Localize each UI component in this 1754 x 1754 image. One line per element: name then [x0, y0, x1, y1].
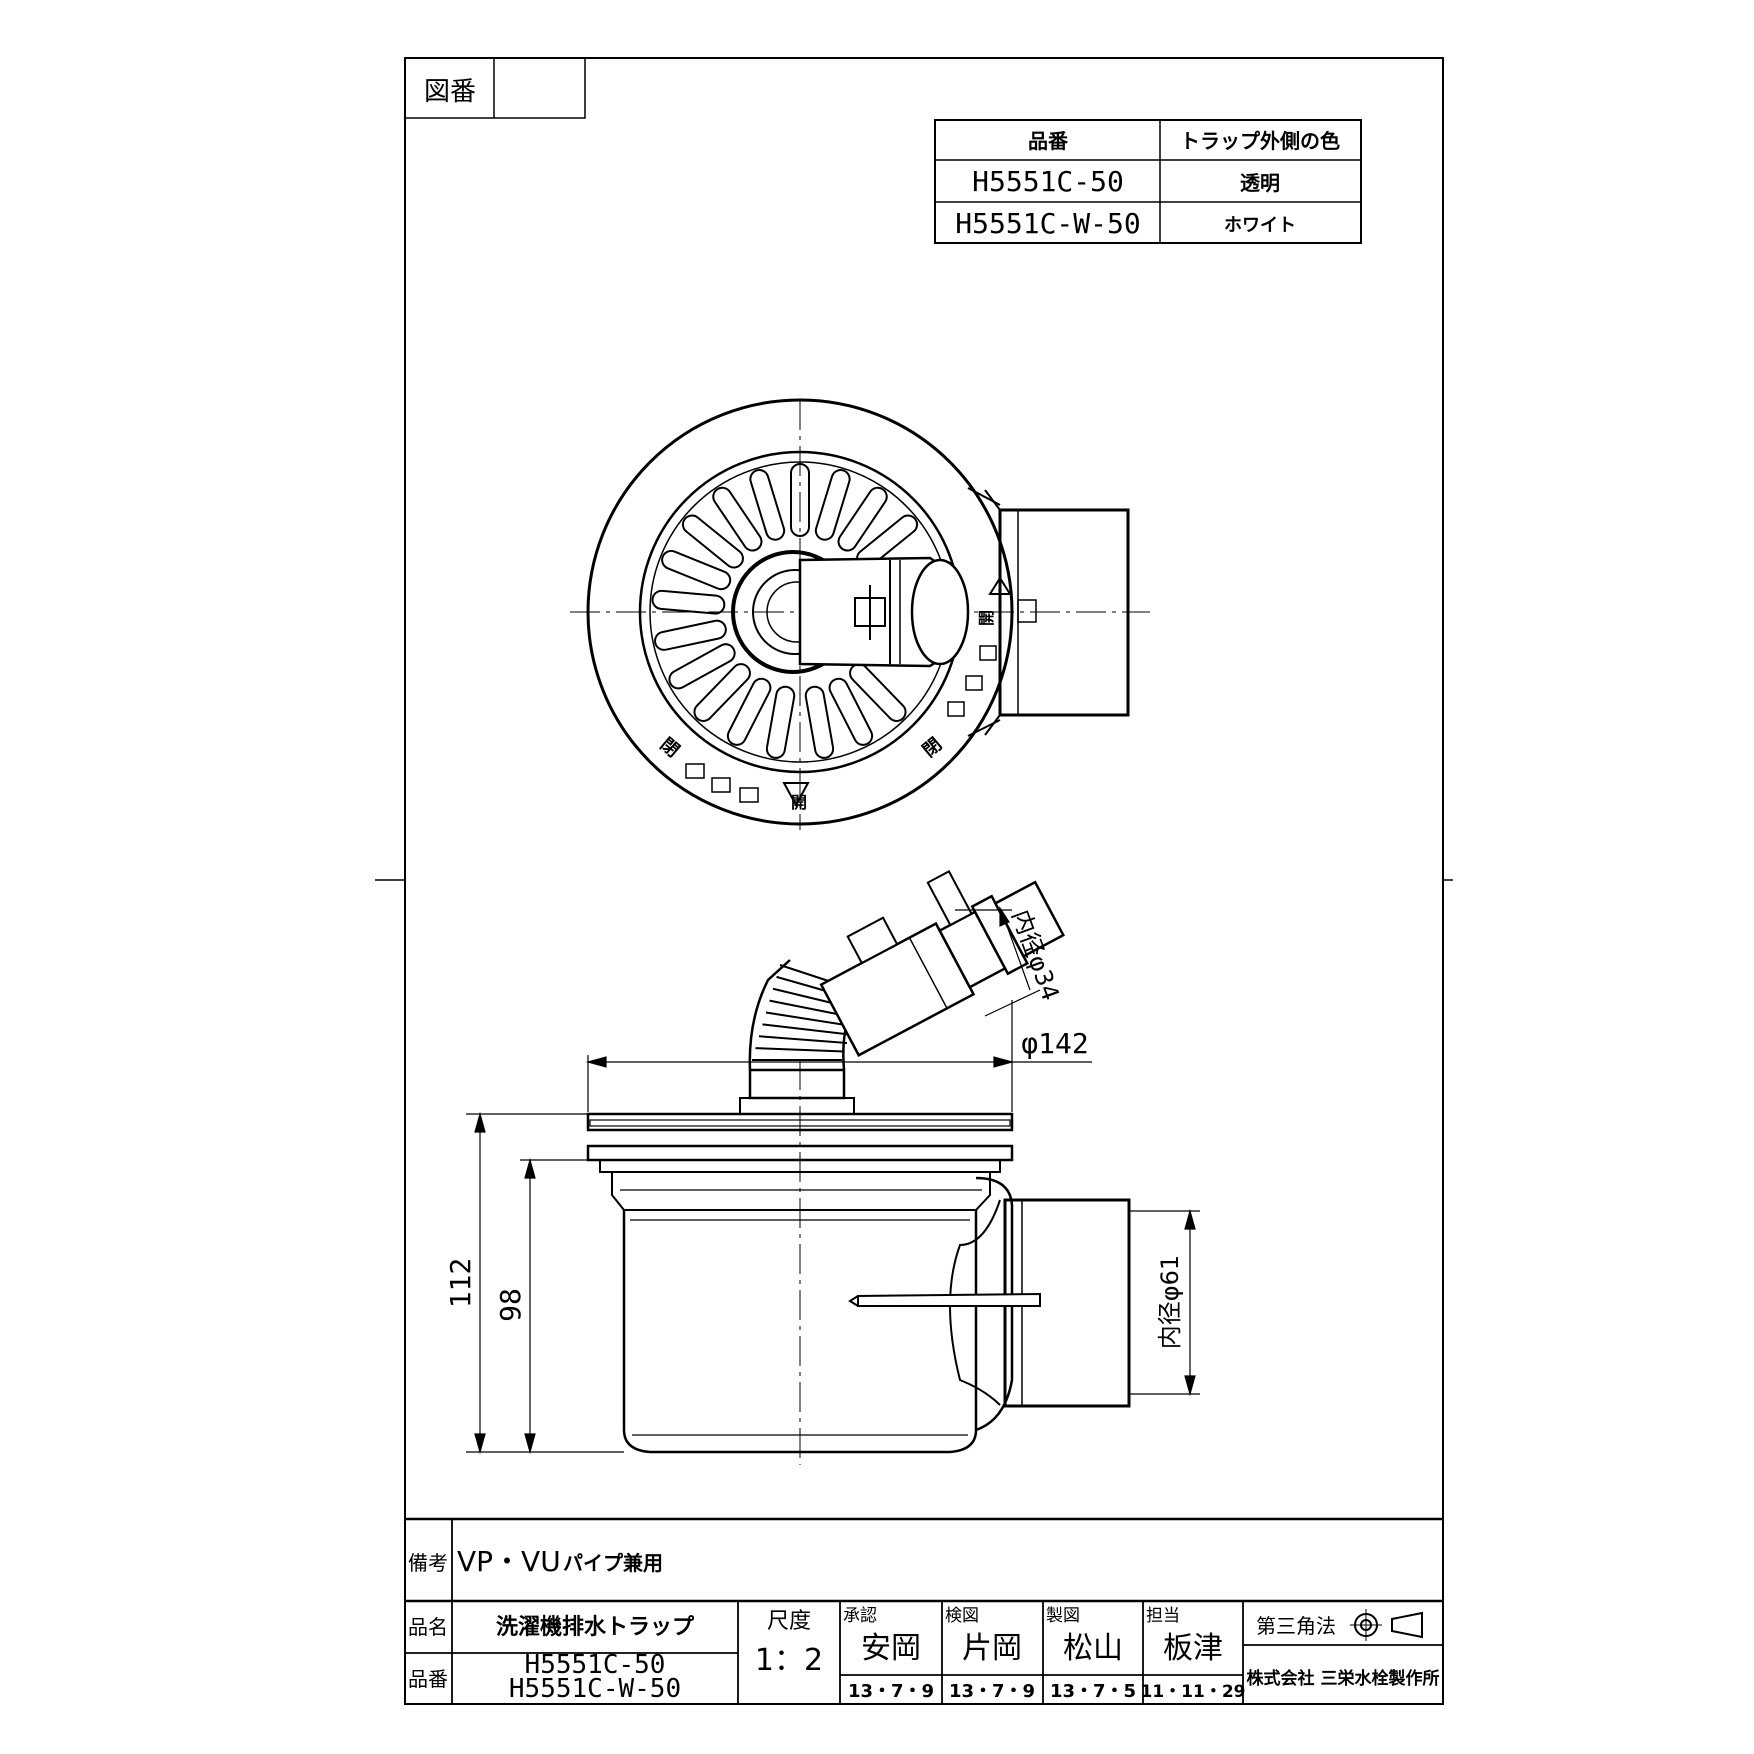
mark-close-right: 閉	[919, 734, 946, 762]
side-angled-fitting	[819, 870, 1065, 1057]
side-trap-body	[622, 1210, 978, 1454]
grate-slot	[654, 619, 727, 651]
approval-date-4: 11・11・29	[1141, 1682, 1246, 1702]
top-outlet-pipe	[998, 508, 1130, 717]
grate-slot	[790, 463, 810, 537]
grate-slot	[661, 549, 732, 591]
dim-61-label: 内径φ61	[1156, 1255, 1184, 1349]
grate-slot	[651, 589, 726, 615]
dim-112-label: 112	[444, 1258, 477, 1309]
variant-header-color: トラップ外側の色	[1180, 129, 1340, 153]
side-latch-bar	[857, 1292, 1041, 1307]
grate-slot	[681, 514, 744, 569]
grate-slot	[814, 469, 851, 541]
mark-close-left: 閉	[656, 734, 683, 762]
variant-row-2-part: H5551C-W-50	[955, 207, 1140, 240]
approval-role-4: 担当	[1146, 1606, 1180, 1626]
drawing-number-label: 図番	[424, 77, 476, 107]
projection-symbol-icon	[1350, 1609, 1423, 1641]
title-block-text: 備考 VP・VU パイプ兼用 品名 洗濯機排水トラップ 品番 H5551C-50…	[408, 1545, 1439, 1704]
top-outer-flange	[586, 398, 1014, 826]
approval-name-4: 板津	[1163, 1631, 1223, 1666]
part-value-2: H5551C-W-50	[509, 1674, 681, 1704]
variant-row-1-part: H5551C-50	[972, 165, 1124, 198]
bellows-rib	[758, 1035, 848, 1044]
side-flange-step	[599, 1159, 1001, 1173]
approval-name-3: 松山	[1063, 1631, 1123, 1666]
grate-slot	[837, 486, 888, 552]
approval-name-1: 安岡	[861, 1631, 921, 1666]
side-elbow-neck	[748, 1068, 846, 1100]
top-grate-slots	[651, 463, 919, 759]
variant-row-2-color: ホワイト	[1224, 215, 1296, 236]
approval-date-3: 13・7・5	[1050, 1681, 1136, 1702]
scale-label: 尺度	[767, 1609, 811, 1634]
dim-142-label: φ142	[1021, 1027, 1088, 1060]
remarks-label: 備考	[408, 1551, 448, 1575]
variant-header-part: 品番	[1028, 129, 1069, 153]
side-bellows-left	[748, 959, 791, 1071]
variant-table: 品番 トラップ外側の色 H5551C-50 透明 H5551C-W-50 ホワイ…	[934, 119, 1362, 244]
dimension-labels: φ142 112 98 内径φ61 内径φ34	[444, 906, 1184, 1349]
grate-slot	[804, 685, 835, 759]
grate-slot	[749, 469, 786, 541]
approval-role-1: 承認	[843, 1606, 877, 1626]
scale-value: 1：2	[755, 1643, 823, 1678]
side-elbow-base-ring	[739, 1097, 855, 1115]
grate-slot	[668, 643, 736, 690]
dim-98-label: 98	[494, 1288, 527, 1322]
bellows-rib	[755, 1047, 845, 1053]
side-view	[586, 870, 1131, 1465]
dimensions	[466, 905, 1200, 1455]
bellows-rib	[762, 1023, 850, 1036]
drawing-number-box: 図番	[404, 57, 586, 119]
part-value-1: H5551C-50	[525, 1650, 666, 1680]
mark-open-side: 開	[977, 610, 996, 626]
projection-label: 第三角法	[1256, 1614, 1336, 1638]
top-view	[570, 398, 1150, 830]
name-value: 洗濯機排水トラップ	[496, 1615, 695, 1640]
company-name: 株式会社 三栄水栓製作所	[1247, 1668, 1440, 1689]
approval-date-1: 13・7・9	[848, 1681, 934, 1702]
mark-open-bottom: 開	[791, 793, 807, 812]
grate-slot	[693, 663, 751, 722]
grate-slot	[828, 677, 874, 746]
title-block	[405, 1517, 1443, 1704]
variant-row-1-color: 透明	[1240, 171, 1280, 195]
approval-role-3: 製図	[1046, 1606, 1080, 1626]
approval-name-2: 片岡	[962, 1631, 1022, 1666]
side-clip	[846, 916, 899, 965]
name-label: 品名	[408, 1615, 448, 1639]
top-arrow-marker	[782, 782, 810, 808]
bellows-rib	[765, 1011, 853, 1027]
side-housing	[975, 1176, 1014, 1432]
grate-slot	[849, 663, 907, 722]
dim-142-arrow-right	[993, 1056, 1015, 1068]
top-latch-tab	[1017, 599, 1037, 623]
dim-142-arrow-left	[585, 1056, 607, 1068]
side-lever	[926, 870, 973, 927]
sheet-frame	[404, 57, 1444, 1705]
dim-34-line	[1001, 911, 1031, 991]
approval-date-2: 13・7・9	[949, 1681, 1035, 1702]
remarks-text-main: VP・VU	[457, 1545, 561, 1578]
grate-slot	[712, 486, 763, 552]
approval-role-2: 検図	[945, 1606, 979, 1626]
grate-slot	[726, 677, 772, 746]
remarks-text-sub: パイプ兼用	[563, 1551, 663, 1575]
grate-slot	[765, 685, 796, 759]
part-label: 品番	[408, 1667, 448, 1691]
